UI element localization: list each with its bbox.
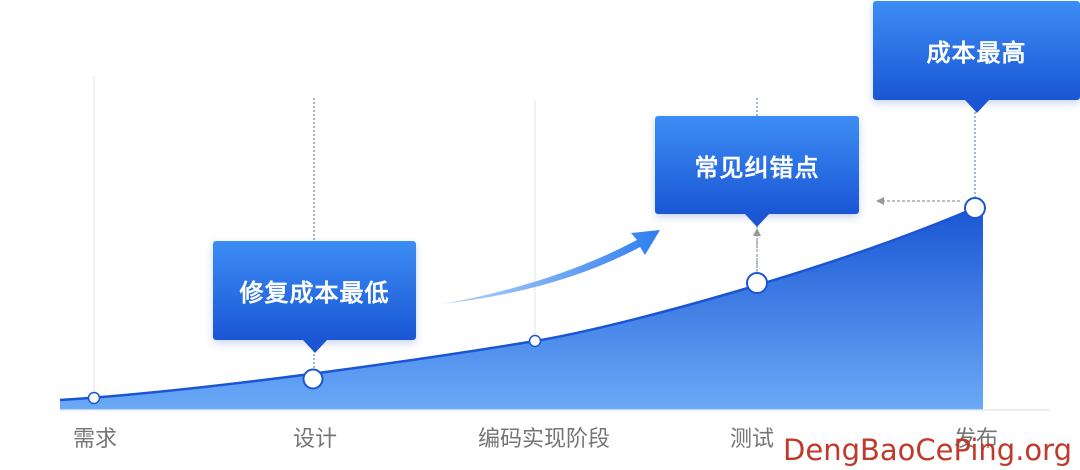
release-dashed-arrow-head (876, 197, 884, 205)
stage-label-coding: 编码实现阶段 (477, 427, 611, 452)
callout-common-fix-point: 常见纠错点 (655, 116, 859, 227)
marker-coding (528, 334, 542, 348)
cost-area (60, 208, 983, 410)
test-dashed-arrow-head (753, 228, 761, 236)
trend-arrow (443, 230, 660, 304)
marker-requirement (87, 391, 101, 405)
watermark: DengBaoCePing.org (783, 433, 1072, 467)
stage-label-release: 发布 (953, 427, 999, 452)
callout-highest-cost: 成本最高 (873, 1, 1080, 113)
stage-label-test: 测试 (729, 427, 775, 452)
stage-label-design: 设计 (292, 427, 338, 452)
marker-test (746, 272, 768, 294)
marker-design (302, 368, 324, 390)
callout-lowest-fix-cost: 修复成本最低 (213, 241, 416, 353)
stage-label-requirement: 需求 (72, 427, 118, 452)
marker-release (964, 197, 986, 219)
